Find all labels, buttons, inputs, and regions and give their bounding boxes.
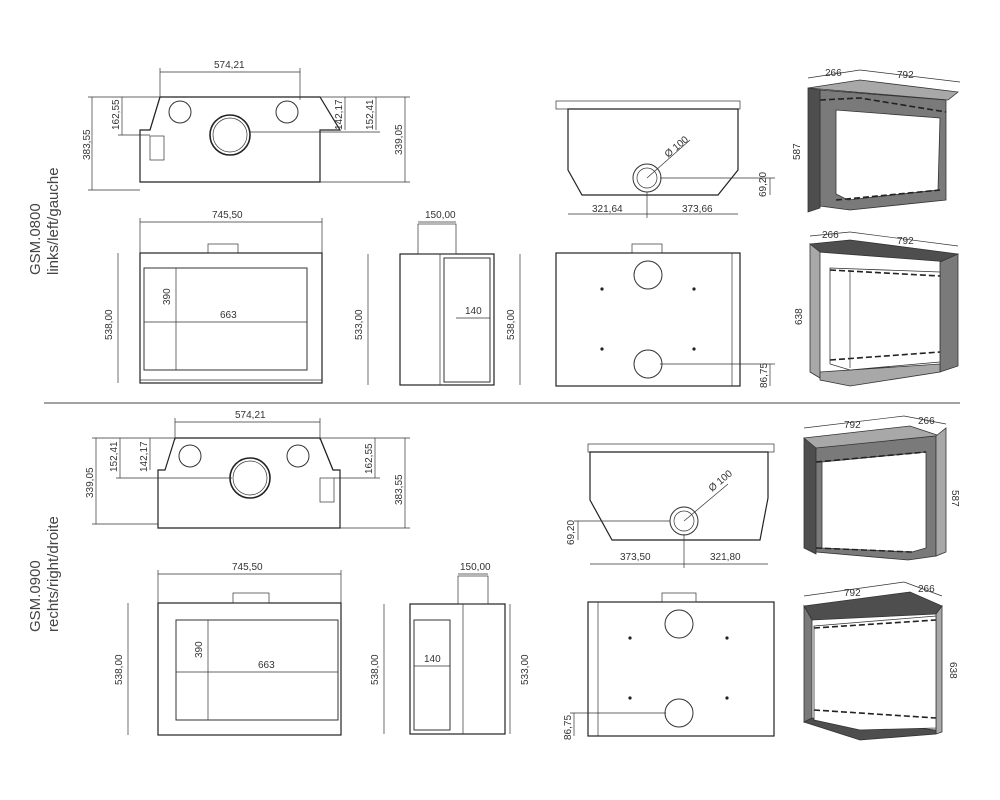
dim-width: 574,21 <box>235 410 266 421</box>
front-view: 745,50 538,00 663 390 <box>114 562 342 736</box>
side-view: 150,00 538,00 533,00 140 <box>370 562 531 735</box>
dim-height: 533,00 <box>520 654 531 685</box>
dim-width: 792 <box>897 236 914 247</box>
flue-hole <box>664 609 694 639</box>
dim-offset: 321,64 <box>592 204 623 215</box>
dim-offset: 152,41 <box>109 441 120 472</box>
flue-hole <box>286 444 310 468</box>
dim-offset: 321,80 <box>710 552 741 563</box>
back-view: 86,75 <box>555 243 775 388</box>
dim-height: 587 <box>792 143 803 160</box>
dim-depth: 266 <box>918 584 935 595</box>
dim-offset: 373,66 <box>682 204 713 215</box>
dim-depth: 266 <box>822 230 839 241</box>
dim-glass-width: 663 <box>220 310 237 321</box>
dim-height: 587 <box>949 490 960 507</box>
dim-depth: 383,55 <box>82 129 93 160</box>
dim-offset: 69,20 <box>566 520 577 545</box>
dim-flue: 150,00 <box>460 562 491 573</box>
flue-hole <box>168 100 192 124</box>
section-gsm0800: GSM.0800 links/left/gauche 574,21 383,55… <box>27 60 961 388</box>
dim-offset: 162,55 <box>111 99 122 130</box>
top-view: 574,21 339,05 152,41 142,17 162,55 383,5… <box>85 410 410 529</box>
dim-width: 745,50 <box>232 562 263 573</box>
dim-glass-height: 390 <box>194 641 205 658</box>
dim-offset: 69,20 <box>758 172 769 197</box>
dim-offset: 142,17 <box>139 441 150 472</box>
iso-view-bottom: 792 266 638 <box>802 581 958 741</box>
dim-depth: 266 <box>825 68 842 79</box>
back-view: 86,75 <box>563 592 775 740</box>
dim-offset: 142,17 <box>334 99 345 130</box>
side-label: links/left/gauche <box>45 167 62 275</box>
dim-offset: 152,41 <box>365 99 376 130</box>
back-top-view: Ø 100 373,50 321,80 69,20 <box>566 443 775 568</box>
flue-outlet <box>209 114 251 156</box>
dim-width: 792 <box>844 420 861 431</box>
dim-width: 792 <box>897 70 914 81</box>
top-view: 574,21 383,55 162,55 142,17 152,41 339,0… <box>82 60 410 191</box>
dim-glass-depth: 140 <box>465 306 482 317</box>
flue-hole <box>633 260 663 290</box>
dim-height: 638 <box>794 308 805 325</box>
iso-view-bottom: 266 792 638 <box>794 230 959 387</box>
dim-height: 538,00 <box>104 309 115 340</box>
dim-offset: 373,50 <box>620 552 651 563</box>
flue-hole <box>178 444 202 468</box>
dim-depth: 383,55 <box>394 474 405 505</box>
dim-depth: 339,05 <box>85 467 96 498</box>
dim-flue: 150,00 <box>425 210 456 221</box>
model-label: GSM.0900 <box>27 560 44 632</box>
dim-offset: 162,55 <box>364 443 375 474</box>
flue-hole <box>275 100 299 124</box>
dim-height: 638 <box>947 662 958 679</box>
dim-depth: 339,05 <box>394 124 405 155</box>
iso-view-top: 266 792 587 <box>792 68 961 213</box>
dim-glass-height: 390 <box>162 288 173 305</box>
side-view: 150,00 533,00 538,00 140 <box>354 210 521 386</box>
dim-glass-width: 663 <box>258 660 275 671</box>
dim-width: 745,50 <box>212 210 243 221</box>
side-label: rechts/right/droite <box>45 516 62 632</box>
dim-depth: 266 <box>918 416 935 427</box>
dim-width: 792 <box>844 588 861 599</box>
dim-height: 538,00 <box>506 309 517 340</box>
dim-offset: 86,75 <box>563 715 574 740</box>
dim-glass-depth: 140 <box>424 654 441 665</box>
flue-hole <box>664 698 694 728</box>
back-top-view: Ø 100 321,64 373,66 69,20 <box>555 100 775 218</box>
dim-height: 533,00 <box>354 309 365 340</box>
flue-hole <box>633 349 663 379</box>
front-view: 745,50 538,00 663 390 <box>104 210 323 384</box>
dim-width: 574,21 <box>214 60 245 71</box>
dim-height: 538,00 <box>114 654 125 685</box>
model-label: GSM.0800 <box>27 203 44 275</box>
dim-height: 538,00 <box>370 654 381 685</box>
section-gsm0900: GSM.0900 rechts/right/droite 574,21 339,… <box>27 410 960 741</box>
dim-offset: 86,75 <box>759 363 770 388</box>
iso-view-top: 792 266 587 <box>803 415 960 561</box>
